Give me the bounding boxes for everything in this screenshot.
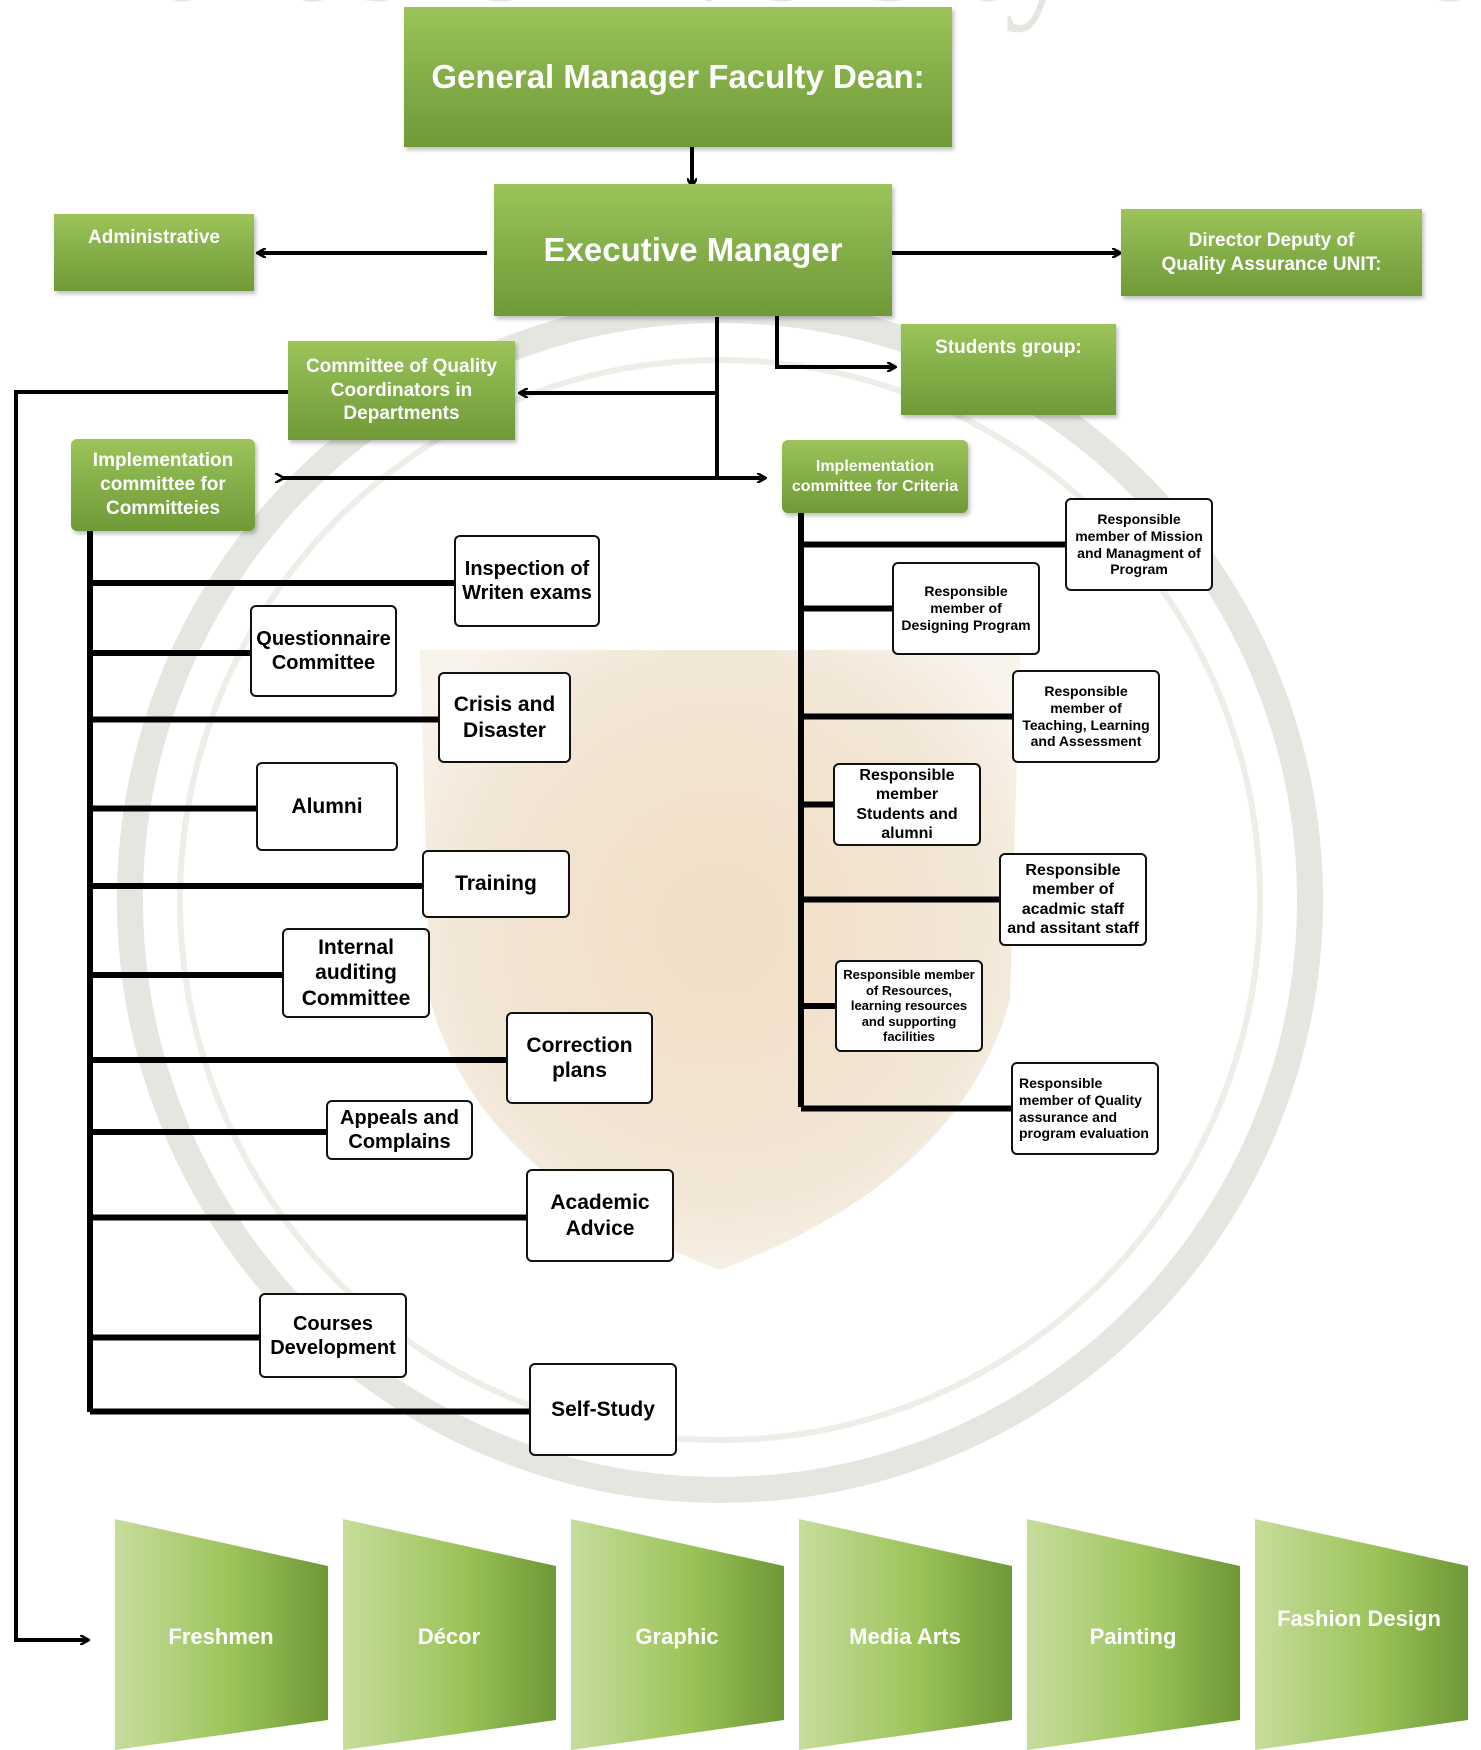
committee-label: Academic Advice xyxy=(550,1191,650,1240)
criteria-member-label: Responsible member of acadmic staff and … xyxy=(1007,862,1139,937)
committee-label: Alumni xyxy=(291,794,363,818)
committee-box: Training xyxy=(422,850,570,918)
left-branch-header-label: Implementation committee for Committeies xyxy=(92,450,234,519)
criteria-member-box: Responsible member of acadmic staff and … xyxy=(999,853,1147,946)
committee-box: Questionnaire Committee xyxy=(250,605,397,697)
department-shape xyxy=(1255,1519,1468,1750)
criteria-member-box: Responsible member of Resources, learnin… xyxy=(835,960,983,1052)
executive-manager-box: Executive Manager xyxy=(494,184,892,316)
criteria-member-label: Responsible member Students and alumni xyxy=(856,767,958,842)
director-deputy-box: Director Deputy of Quality Assurance UNI… xyxy=(1121,209,1422,296)
left-branch-header: Implementation committee for Committeies xyxy=(71,439,255,531)
committee-label: Crisis and Disaster xyxy=(453,693,556,742)
committee-box: Academic Advice xyxy=(526,1169,674,1262)
quality-coordinators-box: Committee of Quality Coordinators in Dep… xyxy=(288,341,515,440)
students-group-box: Students group: xyxy=(901,324,1116,415)
criteria-member-label: Responsible member of Designing Program xyxy=(901,583,1031,633)
committee-label: Self-Study xyxy=(551,1397,655,1421)
department-shape xyxy=(799,1519,1012,1750)
department-label: Freshmen xyxy=(168,1624,274,1649)
department-label: Décor xyxy=(417,1624,481,1649)
committee-label: Inspection of Writen exams xyxy=(462,558,592,604)
committee-label: Internal auditing Committee xyxy=(301,936,411,1010)
criteria-member-box: Responsible member Students and alumni xyxy=(833,763,981,846)
director-deputy-label: Director Deputy of Quality Assurance UNI… xyxy=(1161,229,1382,275)
quality-coordinators-label: Committee of Quality Coordinators in Dep… xyxy=(305,355,498,425)
committee-box: Self-Study xyxy=(529,1363,677,1456)
committee-label: Questionnaire Committee xyxy=(256,628,391,674)
committee-box: Correction plans xyxy=(506,1012,653,1104)
department-label: Graphic xyxy=(635,1624,719,1649)
committee-label: Training xyxy=(455,872,537,896)
criteria-member-box: Responsible member of Designing Program xyxy=(892,562,1040,655)
committee-box: Appeals and Complains xyxy=(326,1100,473,1160)
committee-box: Crisis and Disaster xyxy=(438,672,571,763)
criteria-member-box: Responsible member of Quality assurance … xyxy=(1011,1062,1159,1155)
department-shape xyxy=(343,1519,556,1750)
general-manager-label: General Manager Faculty Dean: xyxy=(431,58,925,96)
department-shape xyxy=(571,1519,784,1750)
department-shape xyxy=(115,1519,328,1750)
committee-label: Correction plans xyxy=(526,1033,633,1082)
criteria-member-label: Responsible member of Resources, learnin… xyxy=(843,967,975,1045)
committee-box: Alumni xyxy=(256,762,398,851)
exec-to-students-arrow xyxy=(775,307,895,367)
students-group-label: Students group: xyxy=(935,337,1082,358)
department-shape xyxy=(1027,1519,1240,1750)
department-label: Painting xyxy=(1089,1624,1177,1649)
criteria-member-label: Responsible member of Mission and Managm… xyxy=(1075,510,1203,578)
quality-to-departments-arrow xyxy=(14,390,288,1640)
administrative-label: Administrative xyxy=(88,227,220,248)
criteria-member-label: Responsible member of Quality assurance … xyxy=(1019,1074,1149,1142)
general-manager-box: General Manager Faculty Dean: xyxy=(404,7,952,147)
criteria-member-box: Responsible member of Mission and Managm… xyxy=(1065,498,1213,591)
department-label: Media Arts xyxy=(849,1624,961,1649)
committee-label: Courses Development xyxy=(270,1312,396,1359)
committee-label: Appeals and Complains xyxy=(340,1107,459,1153)
department-label: Fashion Design xyxy=(1277,1606,1441,1631)
criteria-member-box: Responsible member of Teaching, Learning… xyxy=(1012,670,1160,763)
executive-manager-label: Executive Manager xyxy=(543,231,843,269)
right-branch-header: Implementation committee for Criteria xyxy=(782,440,968,513)
committee-box: Internal auditing Committee xyxy=(282,928,430,1018)
committee-box: Courses Development xyxy=(259,1293,407,1378)
committee-box: Inspection of Writen exams xyxy=(454,535,600,627)
administrative-box: Administrative xyxy=(54,214,254,291)
right-branch-header-label: Implementation committee for Criteria xyxy=(791,457,959,495)
criteria-member-label: Responsible member of Teaching, Learning… xyxy=(1022,682,1150,750)
